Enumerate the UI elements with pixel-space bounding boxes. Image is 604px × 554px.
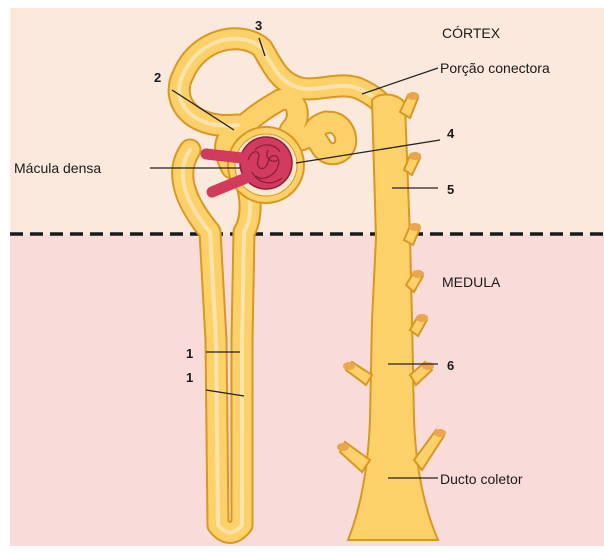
label-3: 3 [255, 18, 262, 33]
label-connecting-portion: Porção conectora [440, 60, 550, 76]
label-collecting-duct: Ducto coletor [440, 471, 523, 487]
label-6: 6 [447, 358, 454, 373]
label-1a: 1 [186, 346, 193, 361]
label-macula-densa: Mácula densa [14, 160, 101, 176]
region-cortex-label: CÓRTEX [442, 25, 501, 41]
label-4: 4 [447, 126, 455, 141]
label-2: 2 [154, 70, 161, 85]
label-5: 5 [447, 182, 454, 197]
medulla-background [10, 235, 604, 546]
label-1b: 1 [186, 370, 193, 385]
region-medulla-label: MEDULA [442, 274, 501, 290]
